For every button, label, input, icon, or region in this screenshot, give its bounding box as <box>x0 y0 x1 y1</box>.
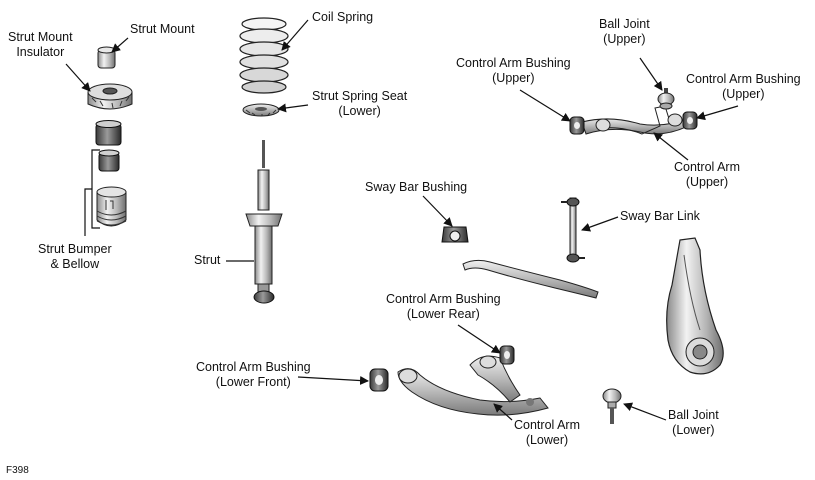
control-arm-lower-part <box>397 355 549 416</box>
leader-control-arm-bushing-upper-right <box>696 105 739 121</box>
label-strut-spring-seat: Strut Spring Seat (Lower) <box>312 89 408 118</box>
leader-sway-bar-bushing <box>422 195 453 227</box>
control-arm-bushing-lower-rear-part <box>499 345 515 365</box>
label-sway-bar-link: Sway Bar Link <box>620 209 700 223</box>
label-strut-bumper-bellow: Strut Bumper & Bellow <box>38 242 112 271</box>
steering-knuckle-part <box>666 237 724 375</box>
leader-ball-joint-upper <box>639 57 663 91</box>
leader-control-arm-bushing-upper-left <box>519 89 571 122</box>
bumper-bellow-bracket <box>84 149 100 236</box>
label-control-arm-bushing-upper-left: Control Arm Bushing (Upper) <box>456 56 571 85</box>
label-control-arm-bushing-upper-right: Control Arm Bushing (Upper) <box>686 72 801 101</box>
label-control-arm-bushing-lower-rear: Control Arm Bushing (Lower Rear) <box>386 292 501 321</box>
label-control-arm-lower: Control Arm (Lower) <box>514 418 580 447</box>
label-ball-joint-upper: Ball Joint (Upper) <box>599 17 650 46</box>
control-arm-bushing-upper-left-part <box>569 116 585 135</box>
sway-bar-bushing-part <box>441 226 469 243</box>
leader-strut-mount-insulator <box>65 63 91 92</box>
label-strut-mount-insulator: Strut Mount Insulator <box>8 30 73 59</box>
strut-bumper-part <box>95 120 122 146</box>
leader-strut-mount <box>111 37 129 53</box>
sway-bar-link-part <box>561 197 585 263</box>
leader-control-arm-bushing-lower-rear <box>457 324 501 354</box>
leader-ball-joint-lower <box>623 402 667 421</box>
coil-spring-part <box>239 17 289 94</box>
control-arm-bushing-lower-front-part <box>369 368 389 392</box>
label-coil-spring: Coil Spring <box>312 10 374 24</box>
label-control-arm-upper: Control Arm (Upper) <box>674 160 740 189</box>
label-strut-mount: Strut Mount <box>130 22 195 36</box>
control-arm-upper-part <box>581 105 691 135</box>
label-sway-bar-bushing: Sway Bar Bushing <box>365 180 468 194</box>
leader-strut-spring-seat <box>277 103 309 113</box>
strut-spring-seat-part <box>242 103 280 117</box>
strut-part <box>245 140 283 304</box>
leader-control-arm-upper <box>653 132 689 161</box>
figure-code: F398 <box>6 465 29 476</box>
strut-mount-part <box>97 46 116 69</box>
ball-joint-upper-part <box>657 88 675 110</box>
control-arm-bushing-upper-right-part <box>682 111 698 130</box>
strut-bellow-part <box>96 149 127 227</box>
sway-bar-part <box>462 259 599 299</box>
label-control-arm-bushing-lower-front: Control Arm Bushing (Lower Front) <box>196 360 311 389</box>
leader-sway-bar-link <box>581 216 619 232</box>
ball-joint-lower-part <box>602 388 622 424</box>
leader-coil-spring <box>281 19 309 51</box>
label-ball-joint-lower: Ball Joint (Lower) <box>668 408 719 437</box>
strut-mount-insulator-part <box>87 83 133 110</box>
label-strut: Strut <box>194 253 221 267</box>
leader-control-arm-lower <box>493 403 513 421</box>
leader-control-arm-bushing-lower-front <box>297 376 369 386</box>
